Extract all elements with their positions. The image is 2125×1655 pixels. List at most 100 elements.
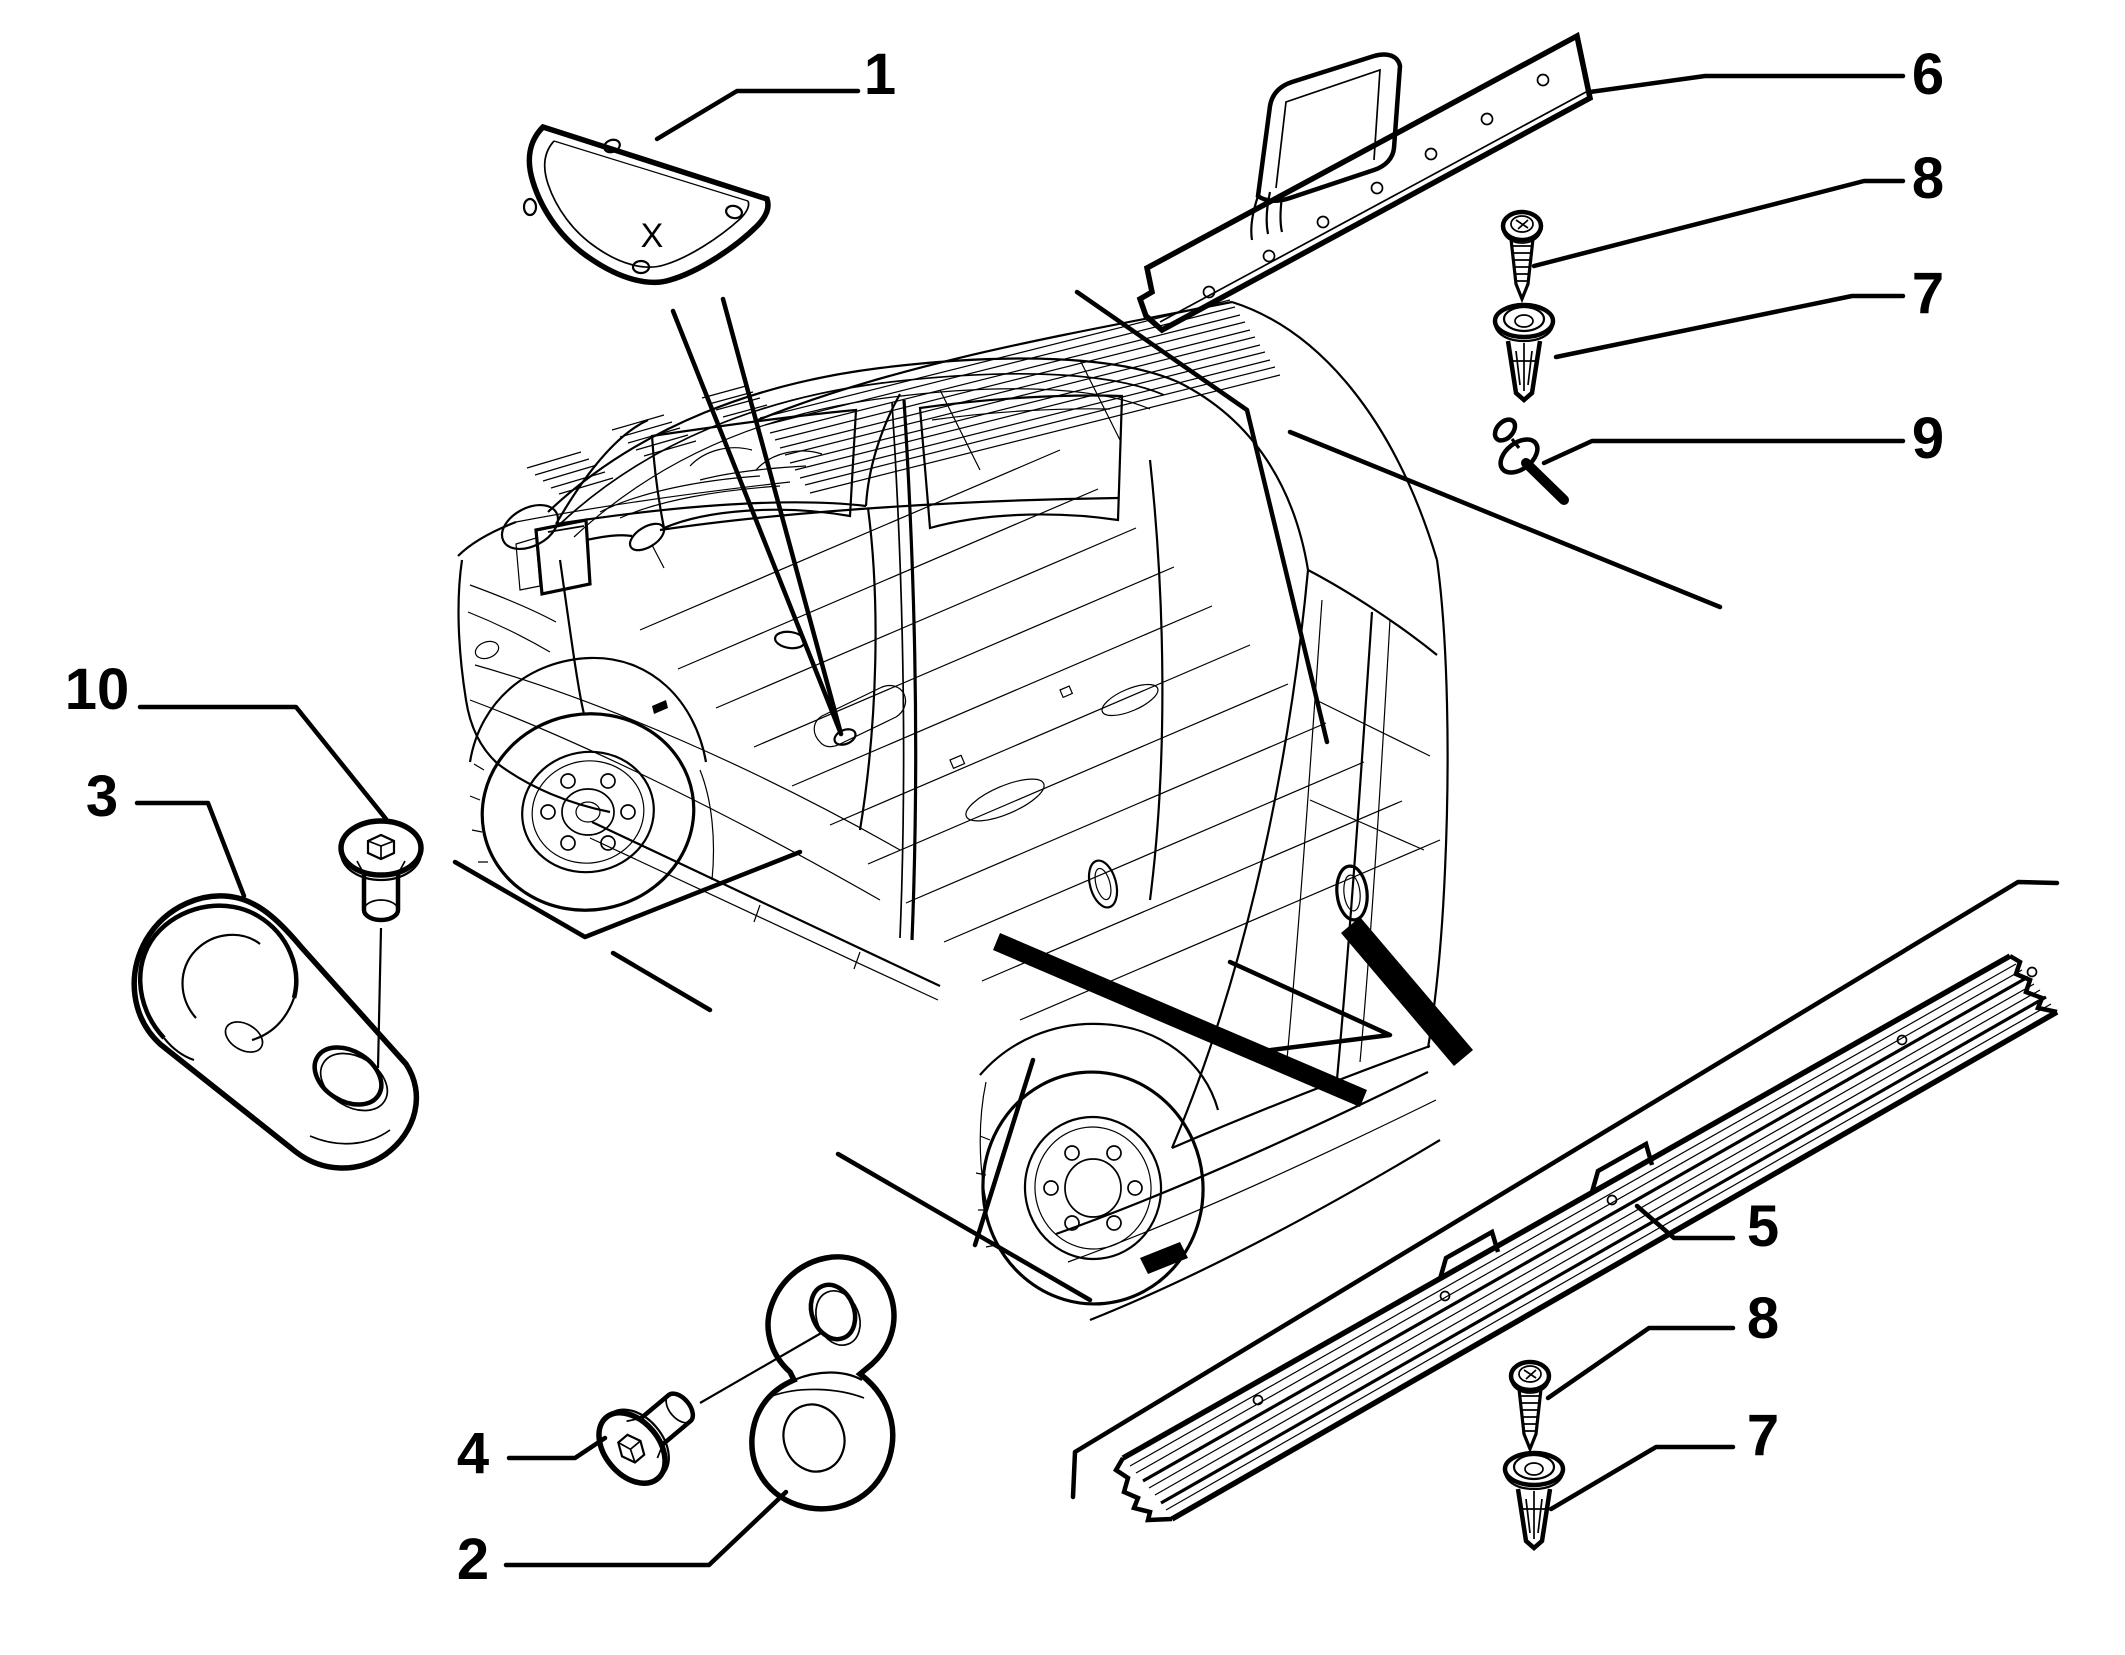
hook3-loop-edge-2 [163, 1037, 195, 1062]
hood-leading-edge [457, 520, 517, 557]
leader-callout-6 [1587, 73, 1906, 95]
pointer-diagonal-right [1287, 429, 1723, 610]
pointer-strip-v [1227, 959, 1393, 1055]
mirror-inner-panel [515, 537, 541, 591]
van-cargo-floor [639, 449, 1441, 1021]
callout-10-label: 10 [65, 657, 130, 722]
strip-hatch-5 [1165, 1003, 2052, 1511]
front-door-front-seam [558, 559, 586, 715]
strip-hole-3 [1606, 1194, 1618, 1206]
pointer-segment-mid [835, 1151, 1093, 1303]
front-lug-6 [600, 773, 616, 789]
sliding-door-handle-inner [1094, 867, 1112, 901]
leader-callout-7-bottom [1548, 1444, 1736, 1512]
callout-4-label: 4 [457, 1421, 489, 1486]
strip-hatch-4 [1154, 989, 2041, 1496]
seat-outlines [689, 447, 823, 481]
rear-bumper-line [1055, 1071, 1429, 1236]
front-lug-4 [540, 804, 556, 820]
push-pin-wing [1492, 417, 1518, 443]
front-tire [480, 712, 696, 912]
strip-tab-notch-1 [1437, 1228, 1501, 1280]
strip-mid-ridge [1142, 975, 2029, 1483]
strip-tab-notch-2 [1589, 1140, 1655, 1193]
front-door-rear-seam [858, 507, 877, 831]
assembly-line-screw4-hook2 [699, 1331, 824, 1404]
van-side-doors [469, 394, 1164, 1001]
tapping-screw-bottom-drawing [1511, 1362, 1549, 1449]
strip-top-edge [1121, 953, 2012, 1461]
hook3-loop-inner [181, 933, 261, 1019]
van-wireframe-illustration [457, 299, 1473, 1322]
door-sill-mark-small [652, 700, 668, 714]
floor-cutout-oval-1 [965, 778, 1045, 822]
roof-trim-hole-2 [1480, 112, 1494, 126]
fiat-logo-oval [1335, 864, 1369, 922]
rocker-sill-inner [589, 837, 939, 1001]
roof-trim-outline [1136, 31, 1594, 334]
front-rim-inner [531, 760, 645, 864]
front-hub [561, 788, 615, 836]
roof-far-rear-rail [1231, 300, 1439, 561]
leader-callout-5 [1634, 1203, 1736, 1241]
callout-1-label: 1 [864, 42, 896, 107]
hook2-loop-opening [782, 1403, 846, 1473]
callout-7-bottom-label: 7 [1747, 1403, 1779, 1468]
rear-lug-3 [1064, 1215, 1080, 1231]
roof-rib-lines [759, 299, 1281, 494]
roof-cross-bows [939, 359, 1121, 471]
tie-down-hook-3-drawing [131, 893, 420, 1171]
fiat-logo-inner [1343, 874, 1361, 912]
rear-hub [1064, 1158, 1122, 1218]
pointer-segment-left [610, 950, 713, 1013]
front-rim-outer [521, 750, 655, 874]
callout-3-label: 3 [86, 764, 118, 829]
leader-callout-8-bottom [1545, 1325, 1736, 1401]
van-hood-front [457, 385, 791, 814]
rocker-sill-line [591, 821, 941, 987]
cover-clip-tab-4 [725, 204, 743, 220]
strip-hatch-2 [1135, 969, 2023, 1474]
roof-arc-inner [573, 388, 1151, 538]
hook3-loop-edge-1 [251, 997, 296, 1042]
strip-hatch-1 [1129, 963, 2017, 1467]
cowl-line [515, 481, 791, 523]
strip-hatch-3 [1148, 983, 2035, 1489]
part-roof-trim-drawing [1136, 31, 1594, 334]
van-rear-wheel [975, 1022, 1220, 1306]
headlight [500, 503, 560, 551]
front-door-window [650, 408, 858, 530]
hook3-base-thickness [309, 1129, 391, 1145]
pointer-v-left-sill [452, 849, 803, 940]
roof-trim-hump [1255, 52, 1403, 203]
tie-down-hook-2-drawing [749, 1254, 897, 1512]
roof-trim-hump-inner [1275, 68, 1381, 189]
strip-hole-4 [1896, 1034, 1908, 1046]
rear-left-pillar [1170, 569, 1310, 1149]
strip-face-edge [1160, 995, 2047, 1505]
roof-trim-hole-3 [1424, 147, 1438, 161]
floor-small-hole-2 [1059, 685, 1074, 699]
strip-hole-1 [1252, 1394, 1264, 1406]
rear-tread-ticks [975, 1135, 997, 1248]
hook2-hole-inner [815, 1290, 861, 1346]
front-wheelhouse-inner [699, 769, 715, 881]
hex-screw-4-drawing [586, 1371, 713, 1496]
push-pin-stem [1510, 438, 1521, 449]
floor-rib-lines [639, 449, 1441, 1021]
hook3-loop-outer [138, 903, 299, 1040]
strip-left-end [1112, 1456, 1173, 1523]
sliding-door-handle [1087, 859, 1119, 909]
push-pin-shaft-core [1526, 462, 1564, 500]
front-lug-1 [620, 804, 636, 820]
mirror-arm [585, 534, 633, 542]
hook3-base-outline [131, 893, 420, 1171]
strip-hole-5 [2026, 966, 2038, 978]
rear-roof-edge [1307, 569, 1438, 656]
strip-hole-2 [1439, 1290, 1451, 1302]
roof-trim-hole-6 [1262, 249, 1276, 263]
hook2-strap-edge-1 [793, 1371, 863, 1382]
hex-screw-10-drawing [341, 821, 421, 920]
cover-x-marking: X [641, 217, 664, 255]
leader-callout-10 [137, 704, 389, 822]
